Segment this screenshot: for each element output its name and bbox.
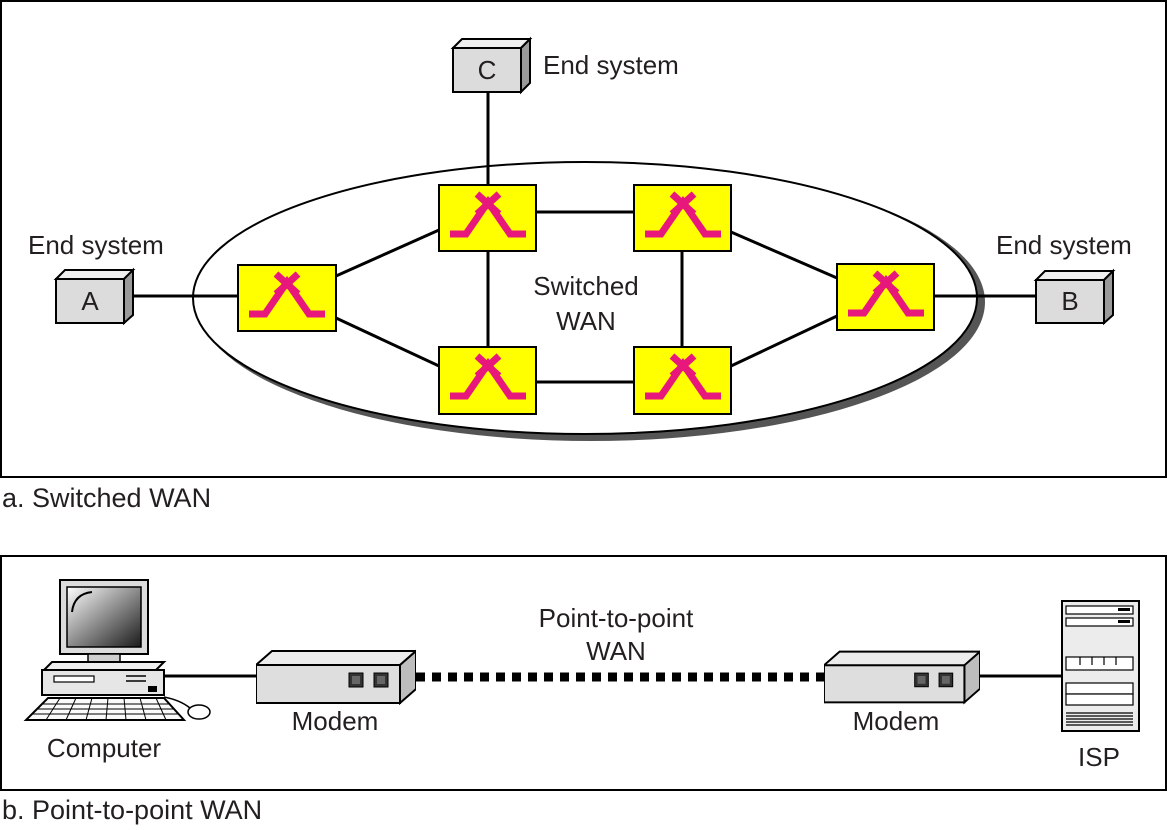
point-to-point-label-line1: Point-to-point: [539, 603, 694, 633]
switch-top-left: [438, 184, 537, 252]
switched-wan-label-line1: Switched: [533, 271, 639, 301]
end-system-c-label: End system: [543, 50, 679, 80]
computer-icon: [23, 579, 211, 721]
modem-left-label: Modem: [292, 706, 379, 736]
wan-cloud: [192, 161, 978, 435]
computer-label: Computer: [47, 733, 161, 763]
modem-right-icon: [824, 650, 980, 704]
end-system-c-letter: C: [478, 55, 497, 85]
end-system-c: C: [450, 36, 533, 95]
isp-server-icon: [1061, 600, 1140, 732]
modem-left-icon: [256, 650, 416, 704]
switch-bottom-left: [438, 346, 537, 415]
isp-label: ISP: [1078, 742, 1120, 772]
end-system-b-letter: B: [1061, 286, 1078, 316]
switch-right: [836, 263, 935, 331]
end-system-b-label: End system: [996, 230, 1132, 260]
switch-top-right: [633, 184, 732, 252]
caption-point-to-point-wan: b. Point-to-point WAN: [2, 795, 262, 825]
switched-wan-label-line2: WAN: [556, 306, 616, 336]
wan-links: [133, 92, 1035, 384]
switch-left: [237, 264, 337, 332]
modem-right-label: Modem: [853, 706, 940, 736]
point-to-point-label-line2: WAN: [586, 636, 646, 666]
end-system-a: A: [53, 267, 136, 326]
end-system-b: B: [1033, 268, 1116, 326]
end-system-a-letter: A: [81, 286, 99, 316]
end-system-a-label: End system: [28, 230, 164, 260]
caption-switched-wan: a. Switched WAN: [2, 483, 211, 513]
switch-bottom-right: [633, 346, 732, 415]
